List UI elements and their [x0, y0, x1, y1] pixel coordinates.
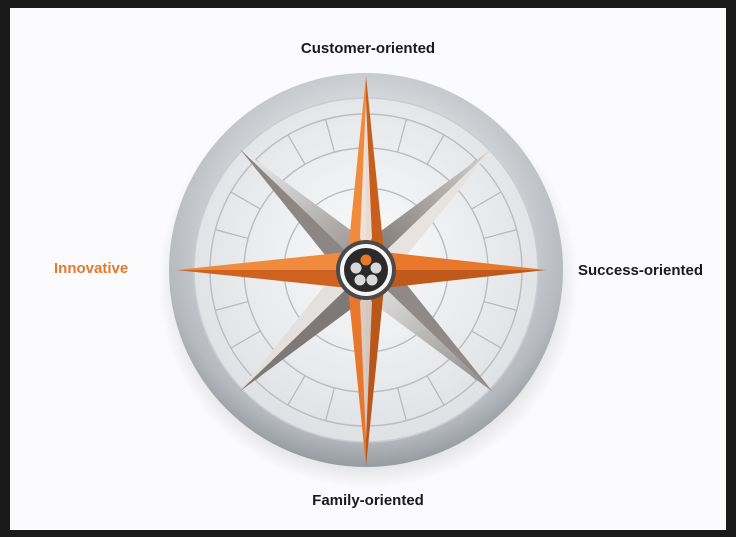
- dial-tick: [471, 191, 502, 210]
- compass-rose-icon: [158, 73, 578, 488]
- south-label: Family-oriented: [312, 492, 424, 509]
- east-label: Success-oriented: [578, 262, 704, 279]
- dial-tick: [471, 330, 502, 349]
- diagonal-points: [239, 148, 493, 392]
- dial-tick: [215, 300, 249, 311]
- dial-tick: [287, 134, 306, 165]
- dial-tick: [396, 119, 407, 153]
- dial-tick: [215, 229, 249, 240]
- dial-tick: [325, 119, 336, 153]
- dial-tick: [483, 229, 517, 240]
- north-label: Customer-oriented: [300, 40, 436, 57]
- dial-tick: [426, 375, 445, 406]
- west-label: Innovative: [54, 260, 129, 277]
- dial-tick: [426, 134, 445, 165]
- compass-diagram: Customer-oriented Family-oriented Innova…: [10, 8, 726, 530]
- dial-tick: [287, 375, 306, 406]
- dial-tick: [396, 387, 407, 421]
- dial-tick: [230, 330, 261, 349]
- dial-tick: [325, 387, 336, 421]
- dial-tick: [483, 300, 517, 311]
- hub-icon: [336, 240, 396, 300]
- main-points: [176, 76, 546, 466]
- dial-tick: [230, 191, 261, 210]
